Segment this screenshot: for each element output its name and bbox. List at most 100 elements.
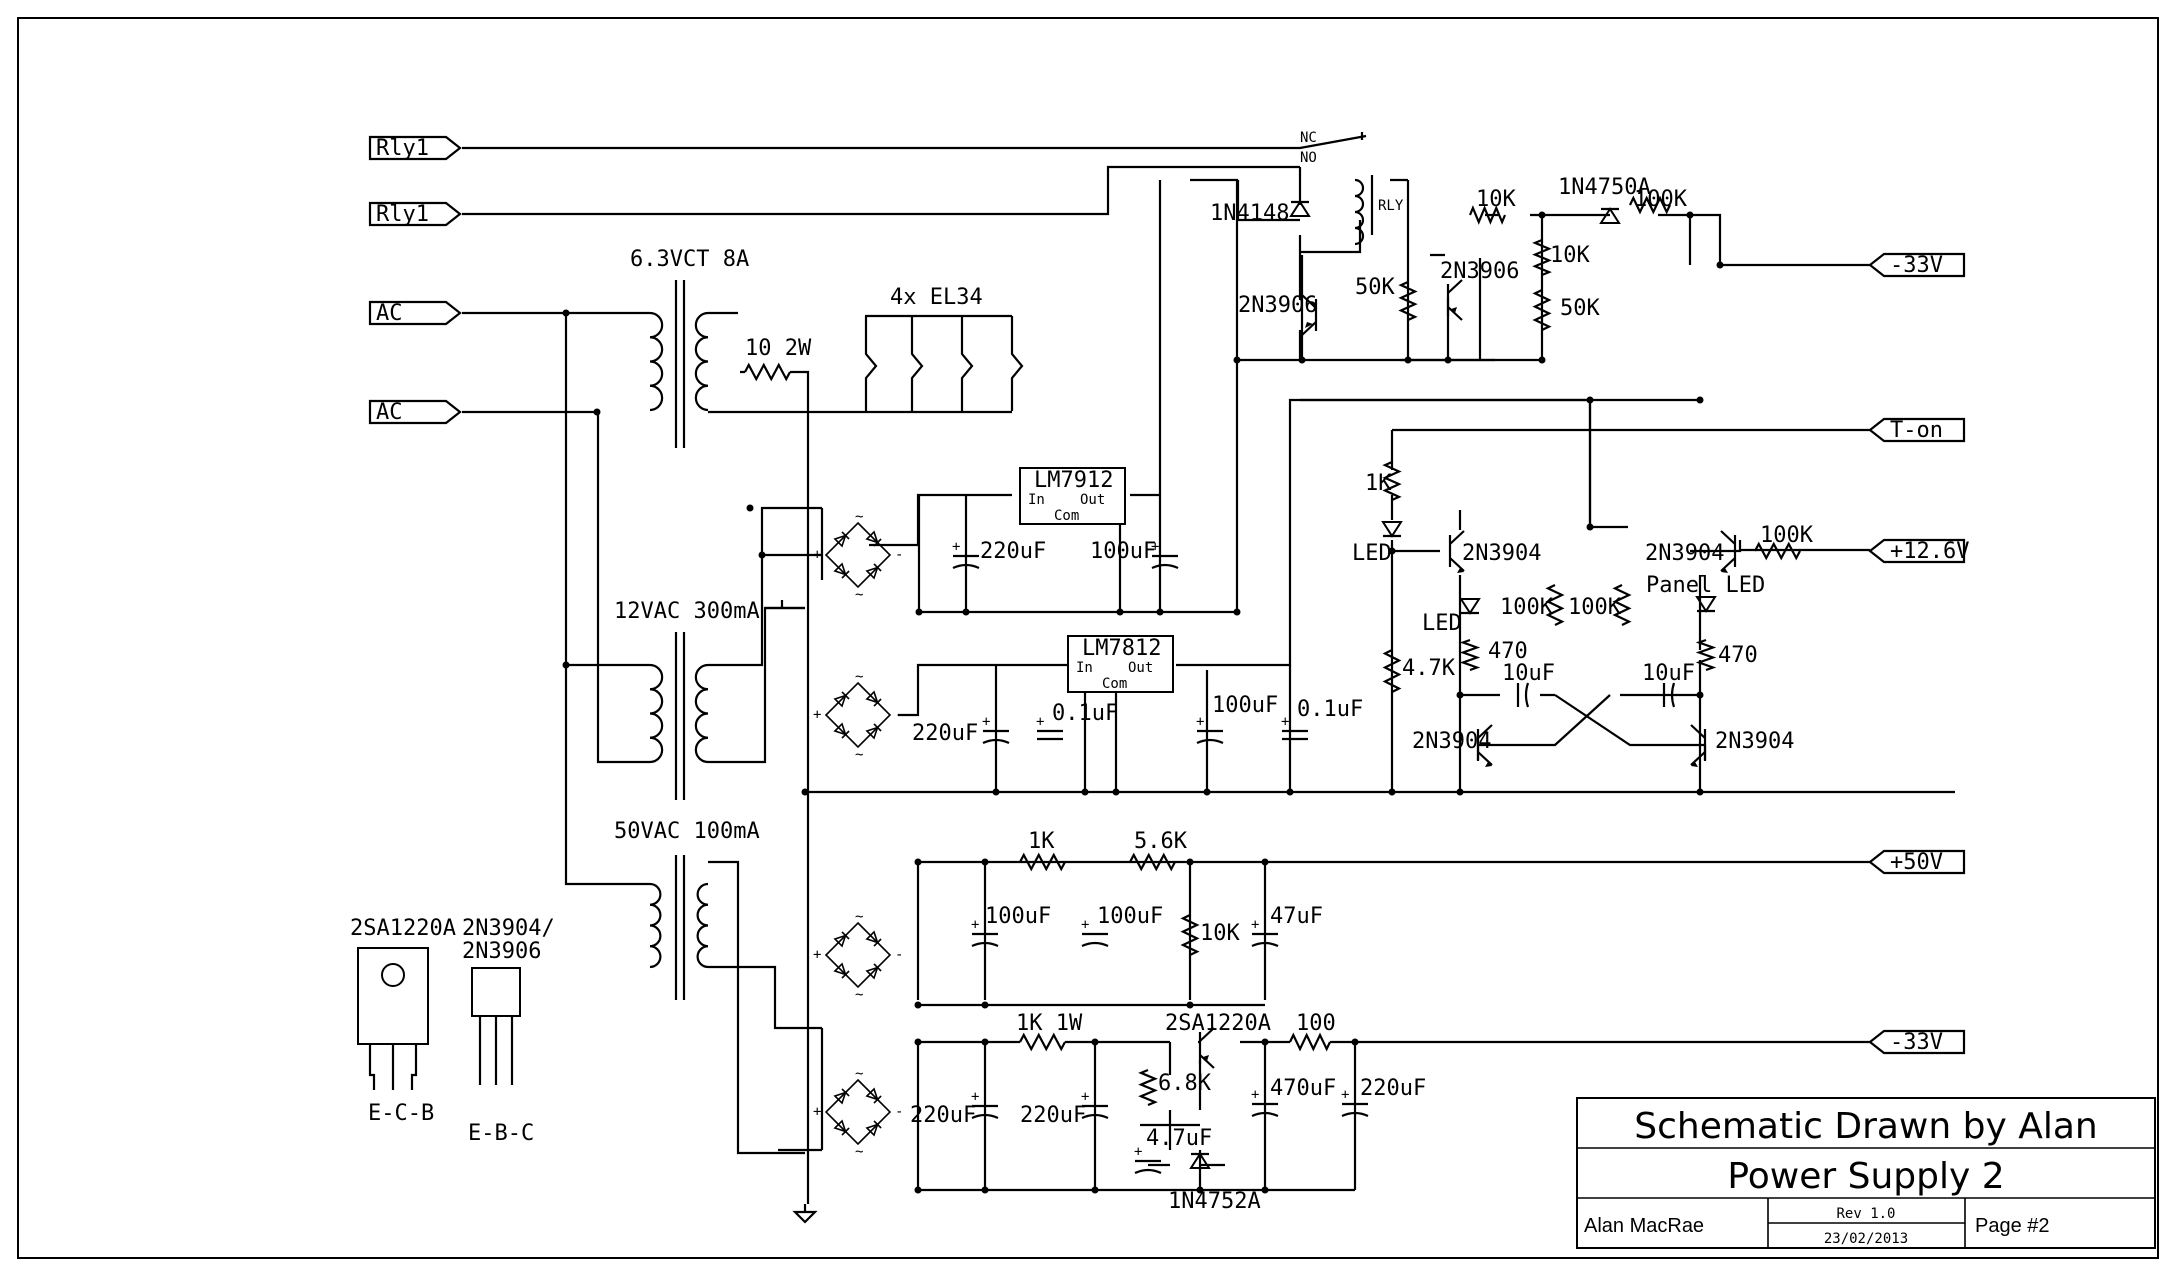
label-xfmr-main: 6.3VCT 8A [630,247,749,272]
svg-text:~: ~ [855,909,863,925]
label-relay-no: NO [1300,150,1317,166]
label-q-2sa1220a: 2SA1220A [1165,1011,1271,1036]
label-r-10-2w: 10 2W [745,336,812,361]
bridge-rectifier-1: ~~+- [813,509,903,603]
svg-text:~: ~ [855,1144,863,1160]
svg-text:~: ~ [855,1066,863,1082]
tube-heater-1 [864,316,878,411]
label-xfmr-12: 12VAC 300mA [614,599,760,624]
svg-text:+: + [982,714,990,730]
label-pkg-to220: 2SA1220A [350,916,456,941]
label-pot-50k-b: 50K [1560,296,1600,321]
svg-text:+: + [952,539,960,555]
relay-control: NCNORLY1N41482N390650K2N390610K10K50K1N4… [1210,130,1688,336]
label-d-1n4750a: 1N4750A [1558,175,1651,200]
label-r-100: 100 [1296,1011,1336,1036]
svg-text:+: + [1036,714,1044,730]
wires [462,132,1955,1204]
svg-text:+: + [1196,714,1204,730]
regulator-lm7812-out: Out [1128,660,1153,676]
drawing-border [17,17,2159,1259]
label-c-01uf-a: 0.1uF [1052,701,1118,726]
label-c-10uf-a: 10uF [1502,661,1555,686]
svg-text:+: + [1151,539,1159,555]
label-led-b: LED [1422,611,1462,636]
label-panel-led: Panel LED [1646,573,1765,598]
label-d-1n4752a: 1N4752A [1168,1189,1261,1214]
label-c-4-7uf: 4.7uF [1146,1126,1212,1151]
tube-heater-4 [1010,316,1024,411]
port-ac-a: AC [376,301,403,326]
label-q-2n3904-b: 2N3904 [1645,541,1724,566]
label-c-100uf-c: 100uF [985,904,1051,929]
label-r-100k-d: 100K [1568,595,1622,620]
label-pkg-to92-b: 2N3906 [462,939,541,964]
svg-text:+: + [813,707,821,723]
label-r-10k-c: 10K [1200,921,1240,946]
label-pkg-to92-a: 2N3904/ [462,916,555,941]
regulator-lm7912-in: In [1028,492,1045,508]
label-r-470-a: 470 [1488,639,1528,664]
title-block-author: Alan MacRae [1584,1215,1704,1237]
svg-text:-: - [895,1104,903,1120]
svg-text:+: + [971,917,979,933]
to220-body [357,947,429,1045]
to92-body [471,967,521,1017]
label-c-220uf-d: 220uF [1020,1103,1086,1128]
svg-text:+: + [1081,917,1089,933]
bridge-rectifier-4: ~ ~ + - [813,1066,903,1160]
label-q-2n3906-b: 2N3906 [1440,259,1519,284]
port-pos12-6: +12.6V [1890,539,1969,564]
regulator-caps: +220uF+100uF+220uF+0.1uF+100uF+0.1uF [912,539,1363,746]
port-rly1-a: Rly1 [376,136,429,161]
port-t-on: T-on [1890,418,1943,443]
title-block-subtitle: Power Supply 2 [1727,1156,2004,1197]
multivibrator-section: 1K LED 2N3904 2N3904 100K LED Panel LED 4.7K 470… [1352,460,1814,767]
bridge-rectifier-2: ~ ~ + - [813,669,903,763]
label-c-01uf-b: 0.1uF [1297,697,1363,722]
bridge-rectifier-3: ~ ~ + - [813,909,903,1003]
svg-text:+: + [971,1089,979,1105]
port-neg33-b: -33V [1890,1030,1943,1055]
svg-text:-: - [895,947,903,963]
svg-text:+: + [813,947,821,963]
label-r-1k: 1K [1365,471,1392,496]
regulator-lm7812-com: Com [1102,676,1127,692]
label-r-10k-b: 10K [1550,243,1590,268]
bridge-rectifiers: ~~+-~~+-~~+-~~+- [813,509,903,1160]
port-neg33-a: -33V [1890,253,1943,278]
svg-text:~: ~ [855,987,863,1003]
label-q-2n3906-a: 2N3906 [1238,293,1317,318]
title-block-title: Schematic Drawn by Alan [1634,1106,2097,1147]
label-c-220uf-c: 220uF [910,1103,976,1128]
label-relay: RLY [1378,198,1404,214]
svg-text:+: + [1251,1087,1259,1103]
label-c-47uf: 47uF [1270,904,1323,929]
label-r-4-7k: 4.7K [1402,656,1456,681]
label-pot-50k-a: 50K [1355,275,1395,300]
label-c-10uf-b: 10uF [1642,661,1695,686]
label-r-10k-a: 10K [1476,187,1516,212]
svg-text:+: + [1341,1087,1349,1103]
svg-text:~: ~ [855,669,863,685]
label-c-100uf-a: 100uF [1090,539,1156,564]
label-q-2n3904-d: 2N3904 [1715,729,1794,754]
label-led-a: LED [1352,541,1392,566]
svg-text:+: + [813,1104,821,1120]
label-r-100k-b: 100K [1760,523,1814,548]
label-c-220uf-b: 220uF [912,721,978,746]
svg-text:~: ~ [855,747,863,763]
svg-text:-: - [895,707,903,723]
label-relay-nc: NC [1300,130,1317,146]
svg-text:+: + [1251,917,1259,933]
